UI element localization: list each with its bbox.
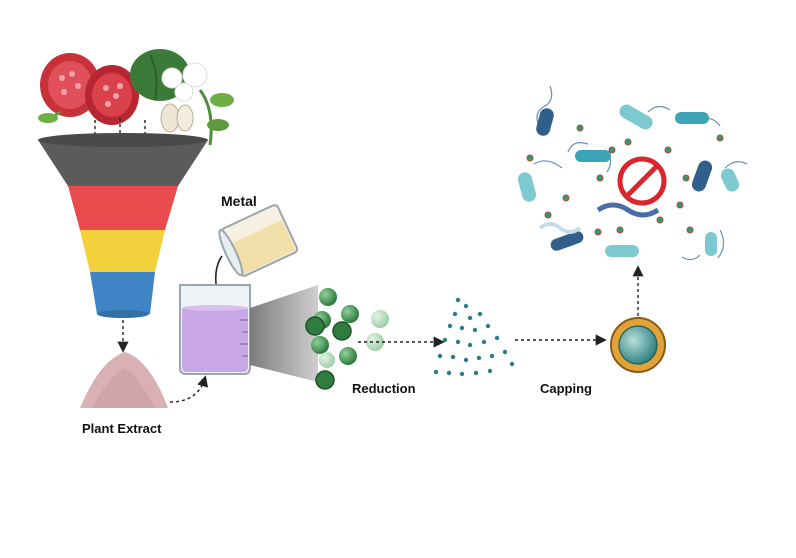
metal-label: Metal xyxy=(221,193,257,209)
powder-to-beaker-arrow xyxy=(169,375,209,403)
plant-extract-label: Plant Extract xyxy=(82,421,162,436)
nanoparticle-cluster-icon xyxy=(305,288,389,390)
dispersed-dots-icon xyxy=(433,297,515,377)
magnification-beam xyxy=(250,285,318,382)
metal-flask-icon xyxy=(218,204,299,277)
beaker-icon xyxy=(179,284,251,375)
cotton-plant-icon xyxy=(130,49,234,146)
funnel-icon xyxy=(38,133,208,318)
pomegranate-icon xyxy=(38,53,139,125)
prohibit-icon xyxy=(617,156,667,206)
powder-pile-icon xyxy=(80,352,168,408)
capping-label: Capping xyxy=(540,381,592,396)
capped-nanoparticle-icon xyxy=(610,317,666,373)
reduction-label: Reduction xyxy=(352,381,416,396)
bacteria-cluster-icon xyxy=(517,85,748,261)
